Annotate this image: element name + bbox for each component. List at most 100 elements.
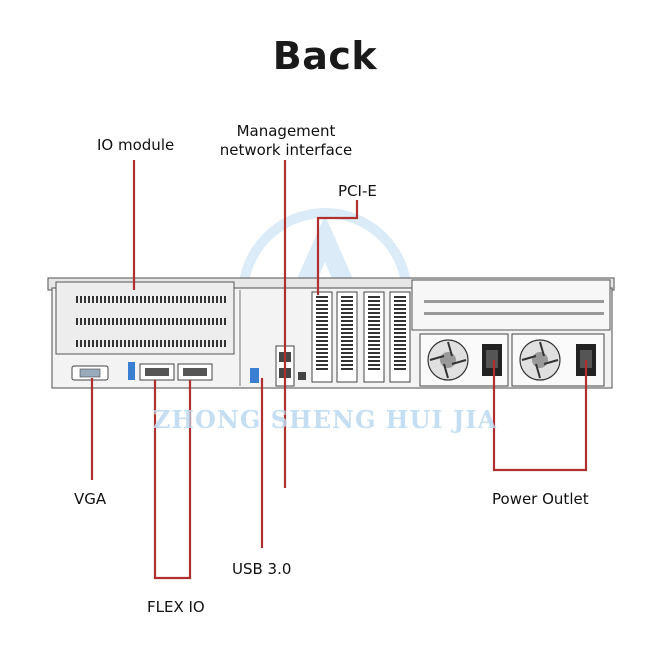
pcie-vent bbox=[316, 312, 328, 314]
vent-slot bbox=[80, 296, 82, 303]
label-management: Management network interface bbox=[220, 122, 353, 160]
pcie-vent bbox=[341, 348, 353, 350]
vent-slot bbox=[200, 340, 202, 347]
pcie-vent bbox=[368, 352, 380, 354]
io-ports bbox=[71, 362, 213, 381]
vent-slot bbox=[80, 340, 82, 347]
pcie-vent bbox=[394, 336, 406, 338]
vent-slot bbox=[108, 340, 110, 347]
pcie-vent bbox=[394, 360, 406, 362]
vent-slot bbox=[224, 296, 226, 303]
pcie-vent bbox=[394, 340, 406, 342]
vent-slot bbox=[180, 318, 182, 325]
pcie-vent bbox=[341, 324, 353, 326]
vent-slot bbox=[200, 296, 202, 303]
pcie-vent bbox=[368, 296, 380, 298]
callout-power bbox=[492, 360, 588, 472]
vent-slot bbox=[152, 318, 154, 325]
vent-slot bbox=[88, 340, 90, 347]
vent-slot bbox=[148, 318, 150, 325]
pcie-vent bbox=[316, 340, 328, 342]
pcie-vent bbox=[316, 348, 328, 350]
vent-slot bbox=[92, 340, 94, 347]
pcie-vent bbox=[341, 356, 353, 358]
vent-slot bbox=[172, 296, 174, 303]
vent-slot bbox=[156, 296, 158, 303]
vent-slot bbox=[92, 296, 94, 303]
pcie-vent bbox=[394, 328, 406, 330]
pcie-vent bbox=[368, 328, 380, 330]
pcie-vent bbox=[394, 296, 406, 298]
vent-slot bbox=[216, 340, 218, 347]
vent-slot bbox=[184, 318, 186, 325]
vent-slot bbox=[184, 296, 186, 303]
pcie-vent bbox=[316, 352, 328, 354]
pcie-vent bbox=[341, 320, 353, 322]
pcie-vent bbox=[394, 320, 406, 322]
vent-slot bbox=[116, 296, 118, 303]
pcie-vent bbox=[316, 328, 328, 330]
pcie-vent bbox=[368, 336, 380, 338]
pcie-vent bbox=[394, 364, 406, 366]
pcie-vent bbox=[368, 364, 380, 366]
vent-slot bbox=[108, 318, 110, 325]
vent-slot bbox=[160, 296, 162, 303]
pcie-vent bbox=[394, 352, 406, 354]
pcie-vent bbox=[394, 356, 406, 358]
pcie-vent bbox=[316, 296, 328, 298]
pcie-vent bbox=[316, 300, 328, 302]
pcie-vent bbox=[341, 332, 353, 334]
io-blue-tab bbox=[128, 362, 135, 380]
pcie-vent bbox=[368, 320, 380, 322]
vent-slot bbox=[108, 296, 110, 303]
vent-slot bbox=[120, 340, 122, 347]
vent-slot bbox=[88, 296, 90, 303]
vent-slot bbox=[112, 340, 114, 347]
pcie-vent bbox=[341, 300, 353, 302]
vent-slot bbox=[224, 340, 226, 347]
vent-slot bbox=[140, 340, 142, 347]
label-io-module: IO module bbox=[97, 136, 175, 154]
vent-slot bbox=[212, 340, 214, 347]
pcie-vent bbox=[368, 316, 380, 318]
vent-slot bbox=[124, 296, 126, 303]
vent-slot bbox=[140, 296, 142, 303]
vent-slot bbox=[208, 340, 210, 347]
pcie-vent bbox=[316, 360, 328, 362]
vent-slot bbox=[136, 340, 138, 347]
label-pcie: PCI-E bbox=[338, 182, 377, 200]
vent-slot bbox=[212, 318, 214, 325]
label-vga: VGA bbox=[74, 490, 107, 508]
pcie-vent bbox=[368, 300, 380, 302]
pcie-vent bbox=[341, 336, 353, 338]
callout-lines bbox=[90, 160, 588, 580]
vent-slot bbox=[188, 318, 190, 325]
vent-slot bbox=[104, 318, 106, 325]
io-module-vents bbox=[76, 296, 226, 347]
psu-1-fan bbox=[427, 339, 469, 381]
pcie-vent bbox=[394, 344, 406, 346]
vent-slot bbox=[220, 296, 222, 303]
label-power-outlet: Power Outlet bbox=[492, 490, 589, 508]
pcie-vent bbox=[341, 340, 353, 342]
vent-slot bbox=[76, 296, 78, 303]
vent-slot bbox=[192, 296, 194, 303]
vent-slot bbox=[120, 318, 122, 325]
pcie-vent bbox=[316, 336, 328, 338]
pcie-vent bbox=[394, 304, 406, 306]
vent-slot bbox=[216, 318, 218, 325]
label-flex-io: FLEX IO bbox=[147, 598, 205, 616]
vent-slot bbox=[196, 340, 198, 347]
vent-slot bbox=[196, 318, 198, 325]
vent-slot bbox=[160, 340, 162, 347]
vent-slot bbox=[220, 318, 222, 325]
vent-slot bbox=[176, 318, 178, 325]
pcie-vent bbox=[341, 344, 353, 346]
pcie-vent bbox=[316, 364, 328, 366]
vent-slot bbox=[216, 296, 218, 303]
vent-slot bbox=[100, 340, 102, 347]
pcie-slots bbox=[311, 291, 411, 383]
vent-slot bbox=[148, 296, 150, 303]
pcie-vent bbox=[316, 332, 328, 334]
vent-slot bbox=[220, 340, 222, 347]
